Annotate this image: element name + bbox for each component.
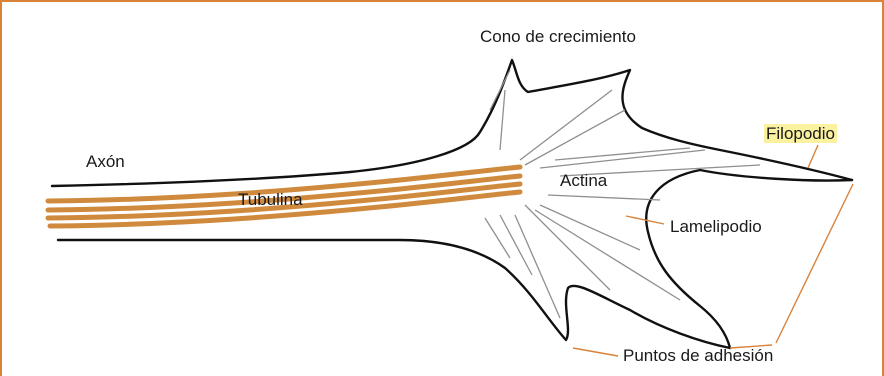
leader-lines: [573, 145, 853, 356]
tubulin-label: Tubulina: [238, 191, 303, 208]
adhesion-leader-3: [776, 184, 853, 343]
axon-label: Axón: [86, 153, 125, 170]
lamelipodio-leader: [626, 216, 664, 224]
lower-membrane: [58, 240, 730, 348]
actin-filament: [490, 70, 510, 110]
lamellipodium-label: Lamelipodio: [670, 218, 762, 235]
adhesion-points-label: Puntos de adhesión: [623, 347, 773, 364]
actin-label: Actina: [560, 172, 607, 189]
actin-filament: [500, 215, 532, 275]
actin-filament: [540, 205, 640, 250]
filopodio-leader: [808, 145, 818, 168]
filopodium-label: Filopodio: [764, 124, 837, 143]
filopodium-lower-edge: [646, 170, 852, 348]
actin-filament: [500, 90, 505, 150]
actin-filaments: [485, 70, 760, 318]
actin-filament: [485, 218, 510, 258]
adhesion-leader-1: [573, 348, 618, 356]
growth-cone-label: Cono de crecimiento: [480, 28, 636, 45]
actin-filament: [548, 195, 660, 200]
